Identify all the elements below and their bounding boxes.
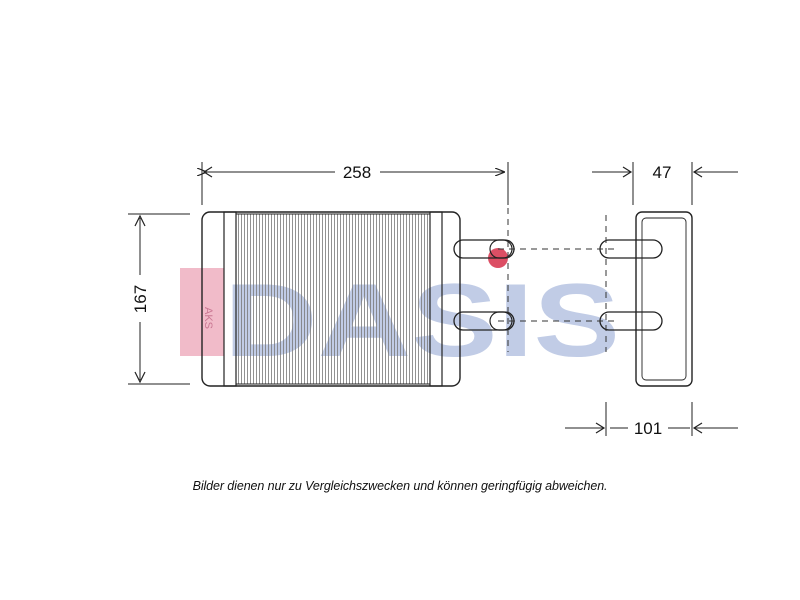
core-depth-label: 101 bbox=[634, 419, 662, 438]
watermark-side-text: AKS bbox=[202, 307, 214, 329]
height-label: 167 bbox=[131, 285, 150, 313]
disclaimer-caption: Bilder dienen nur zu Vergleichszwecken u… bbox=[192, 479, 608, 493]
pipe-depth-label: 47 bbox=[653, 163, 672, 182]
heater-core-front-view bbox=[201, 211, 461, 387]
dimension-core-depth: 101 bbox=[565, 402, 738, 438]
dimension-pipe-depth: 47 bbox=[592, 162, 738, 205]
dimension-width: 258 bbox=[202, 162, 509, 205]
width-label: 258 bbox=[343, 163, 371, 182]
dimension-height: 167 bbox=[128, 213, 190, 385]
alignment-lines bbox=[498, 175, 618, 352]
